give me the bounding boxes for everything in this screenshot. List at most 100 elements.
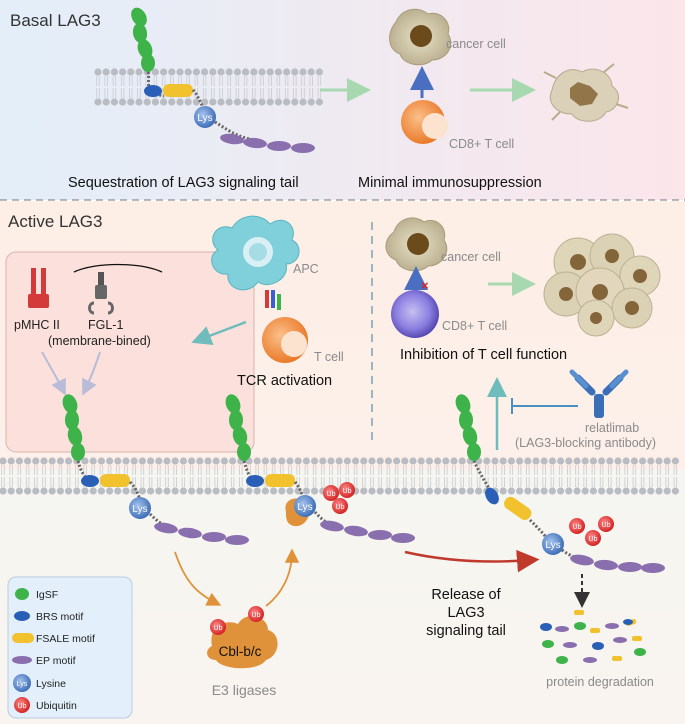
- lipid-tail: [120, 76, 125, 86]
- lipid-tail: [558, 477, 563, 487]
- lipid-head: [639, 457, 647, 465]
- lipid-head: [573, 457, 581, 465]
- lipid-tail: [268, 88, 272, 98]
- lipid-head: [384, 487, 392, 495]
- cbl-e3-ligase-icon: Ub Ub: [207, 606, 278, 669]
- lipid-head: [119, 68, 127, 76]
- lipid-head: [425, 487, 433, 495]
- lipid-tail: [284, 88, 289, 98]
- lipid-head: [524, 457, 532, 465]
- lipid-head: [557, 457, 565, 465]
- lipid-tail: [468, 477, 473, 487]
- lipid-head: [40, 457, 48, 465]
- lipid-head: [319, 457, 327, 465]
- lipid-head: [311, 457, 319, 465]
- lipid-tail: [173, 477, 177, 487]
- igsf-domain: [141, 54, 155, 72]
- lipid-tail: [632, 477, 637, 487]
- lipid-tail: [460, 465, 464, 475]
- lipid-head: [630, 487, 639, 495]
- lipid-tail: [194, 88, 199, 98]
- release-label-2: LAG3: [447, 605, 484, 621]
- lipid-head: [291, 68, 299, 76]
- lipid-tail: [567, 477, 571, 487]
- lipid-head: [209, 68, 217, 76]
- lipid-tail: [526, 477, 530, 487]
- lipid-tail: [386, 465, 391, 475]
- lipid-tail: [252, 76, 256, 86]
- lipid-head: [557, 487, 565, 495]
- lipid-head: [0, 487, 7, 495]
- lipid-head: [94, 68, 102, 76]
- arrow-e3-to-lag3: [265, 548, 300, 607]
- lipid-tail: [673, 465, 678, 475]
- lipid-head: [192, 68, 200, 76]
- lipid-tail: [260, 88, 264, 98]
- lipid-head: [0, 457, 7, 465]
- lipid-tail: [42, 477, 46, 487]
- lipid-head: [81, 487, 89, 495]
- lipid-head: [450, 487, 458, 495]
- lipid-head: [376, 457, 384, 465]
- ep-motif: [243, 137, 267, 149]
- arrow-fgl1: [82, 351, 101, 396]
- cbl-label: Cbl-b/c: [219, 644, 262, 659]
- lipid-tail: [345, 465, 350, 475]
- lipid-head: [171, 457, 179, 465]
- lipid-tail: [227, 76, 231, 86]
- lipid-tail: [96, 76, 100, 86]
- cancer-cluster: [543, 233, 661, 337]
- lipid-head: [663, 457, 671, 465]
- lipid-tail: [153, 76, 158, 86]
- lipid-tail: [649, 465, 653, 475]
- lipid-tail: [50, 465, 54, 475]
- lipid-tail: [640, 465, 645, 475]
- lipid-head: [274, 98, 282, 106]
- lipid-head: [302, 487, 310, 495]
- lag3-basal: Lys: [131, 7, 315, 153]
- svg-text:Ub: Ub: [252, 612, 261, 619]
- lipid-tail: [202, 76, 207, 86]
- lipid-head: [258, 68, 266, 76]
- lipid-tail: [657, 477, 661, 487]
- lipid-tail: [304, 465, 309, 475]
- lipid-head: [56, 457, 64, 465]
- lipid-tail: [157, 477, 161, 487]
- lipid-head: [270, 457, 278, 465]
- lipid-head: [499, 487, 507, 495]
- lipid-tail: [460, 477, 464, 487]
- legend-ubiquitin-label: Ubiquitin: [36, 700, 77, 712]
- lipid-head: [151, 68, 159, 76]
- legend-brs-label: BRS motif: [36, 611, 83, 623]
- lipid-tail: [137, 88, 141, 98]
- lipid-tail: [222, 477, 227, 487]
- lipid-tail: [96, 88, 100, 98]
- lipid-tail: [243, 76, 248, 86]
- lipid-tail: [419, 477, 423, 487]
- lipid-tail: [632, 465, 637, 475]
- lipid-head: [532, 487, 540, 495]
- lipid-head: [327, 457, 335, 465]
- lipid-head: [540, 457, 548, 465]
- lipid-tail: [403, 465, 407, 475]
- tcell-label-active: T cell: [314, 350, 344, 364]
- lipid-head: [475, 487, 483, 495]
- ep-motif: [267, 141, 291, 151]
- lipid-tail: [312, 465, 317, 475]
- lipid-tail: [370, 465, 374, 475]
- lipid-head: [253, 457, 261, 465]
- arrow-to-e3: [174, 551, 222, 606]
- lipid-tail: [599, 465, 604, 475]
- lipid-head: [229, 457, 237, 465]
- lipid-head: [516, 487, 524, 495]
- lipid-head: [32, 487, 40, 495]
- lipid-tail: [165, 477, 169, 487]
- lipid-head: [565, 487, 573, 495]
- lipid-head: [516, 457, 524, 465]
- lipid-head: [110, 98, 118, 106]
- lipid-head: [245, 487, 253, 495]
- lipid-tail: [329, 465, 333, 475]
- lipid-head: [409, 457, 417, 465]
- lipid-head: [48, 487, 56, 495]
